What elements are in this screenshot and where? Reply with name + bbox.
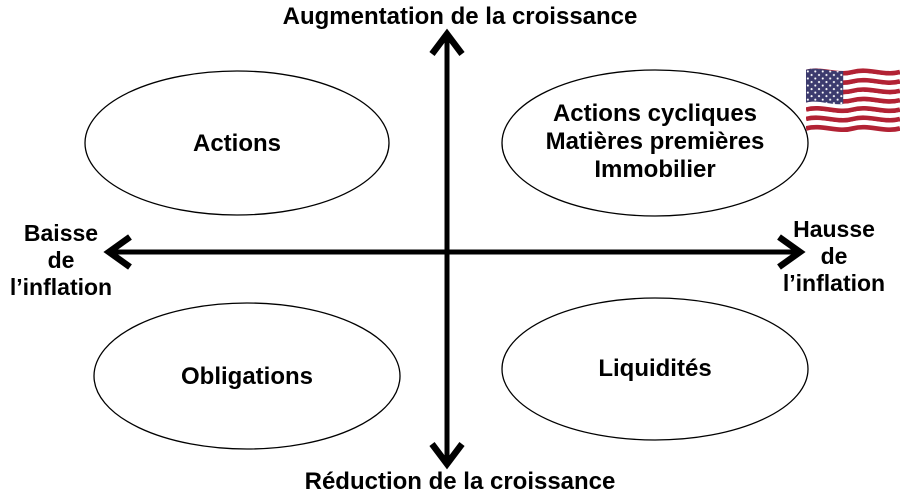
axis-label-line: de (820, 243, 848, 269)
ellipse-bottom-right (501, 297, 809, 441)
quadrant-label-cyclical-assets: Actions cycliques Matières premières Imm… (504, 100, 806, 184)
axis-label-line: Hausse (793, 216, 875, 242)
quadrant-label-line: Matières premières (545, 128, 765, 155)
axis-label-growth-down: Réduction de la croissance (304, 468, 616, 495)
arrow-up-icon (429, 28, 465, 56)
axis-lines (112, 37, 797, 461)
us-flag-icon (806, 68, 900, 133)
axis-arrowheads (103, 28, 806, 470)
ellipse-top-left (84, 70, 390, 216)
quadrant-label-liquidites: Liquidités (598, 355, 712, 382)
flag-stars (806, 68, 844, 105)
quadrant-label-actions: Actions (192, 130, 281, 157)
ellipse-bottom-left (93, 302, 401, 450)
quadrant-label-line: Actions cycliques (552, 100, 758, 127)
quadrant-label-obligations: Obligations (181, 363, 313, 390)
axis-label-line: l’inflation (782, 270, 886, 296)
quadrant-ellipses (84, 69, 809, 450)
axis-label-inflation-down: Baisse de l’inflation (0, 220, 122, 301)
arrow-down-icon (429, 442, 465, 470)
ellipse-top-right (501, 69, 809, 217)
axis-label-line: de (47, 247, 75, 273)
axis-label-inflation-up: Hausse de l’inflation (770, 216, 898, 297)
arrow-right-icon (777, 234, 806, 270)
quadrant-label-line: Immobilier (594, 156, 716, 183)
axis-label-line: Baisse (23, 220, 99, 246)
axis-label-growth-up: Augmentation de la croissance (282, 3, 638, 30)
axis-label-line: l’inflation (9, 274, 113, 300)
arrow-left-icon (103, 234, 132, 270)
